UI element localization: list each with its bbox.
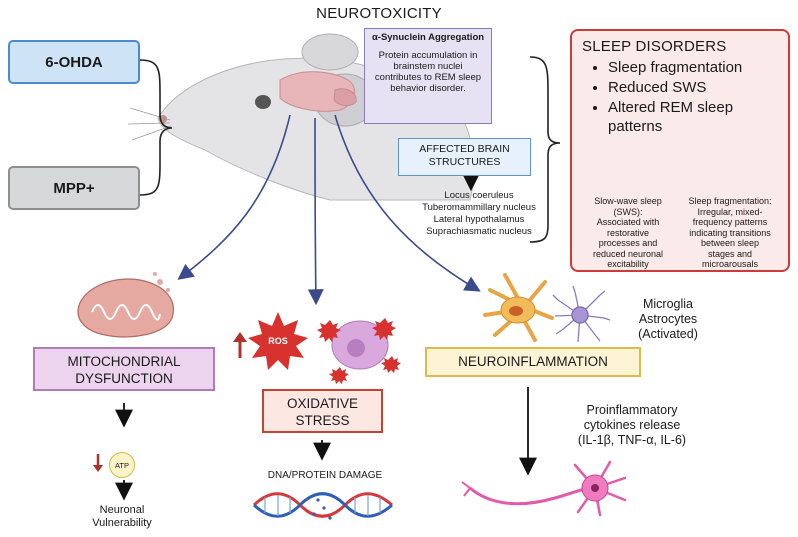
- toxin-6-ohda-box: 6-OHDA: [8, 40, 140, 84]
- ros-burst-icon: [248, 312, 308, 370]
- toxin-mpp-box: MPP+: [8, 166, 140, 210]
- ros-label: ROS: [268, 336, 288, 346]
- dna-helix-icon: [252, 492, 393, 520]
- synuclein-title: α-Synuclein Aggregation: [371, 32, 485, 43]
- damaged-cell-icon: [317, 318, 401, 384]
- list-item: Lateral hypothalamus: [433, 214, 525, 225]
- mitochondrial-dysfunction-box: MITOCHONDRIAL DYSFUNCTION: [33, 347, 215, 391]
- list-item: Sleep fragmentation: [608, 58, 778, 77]
- neuroinflammation-box: NEUROINFLAMMATION: [425, 347, 641, 377]
- diagram-title: NEUROTOXICITY: [316, 5, 442, 22]
- list-item: Suprachiasmatic nucleus: [426, 226, 532, 237]
- mouse-whiskers: [127, 107, 172, 141]
- arrow-to-oxidative: [307, 117, 324, 306]
- atp-badge: ATP: [109, 452, 135, 478]
- increase-arrow-icon: [233, 332, 247, 358]
- oxidative-stress-box: OXIDATIVE STRESS: [262, 389, 383, 433]
- brain-regions-list: Locus coeruleus Tuberomammillary nucleus…: [410, 190, 548, 238]
- sleep-disorders-list: Sleep fragmentation Reduced SWS Altered …: [582, 58, 778, 136]
- mouse-eye: [255, 95, 271, 109]
- microglia-icon: [483, 273, 554, 342]
- dna-damage-label: DNA/PROTEIN DAMAGE: [267, 470, 383, 481]
- toxin-brace: [139, 59, 173, 196]
- sleep-disorders-panel: SLEEP DISORDERS Sleep fragmentation Redu…: [570, 29, 790, 272]
- list-item: Tuberomammillary nucleus: [422, 202, 536, 213]
- arrow-to-neuroinflammation: [334, 114, 481, 292]
- list-item: Locus coeruleus: [444, 190, 514, 201]
- structures-brace: [529, 56, 561, 243]
- brain-structures-box: AFFECTED BRAIN STRUCTURES: [398, 138, 531, 176]
- sws-caption: Slow-wave sleep (SWS): Associated with r…: [592, 196, 664, 269]
- sleep-disorders-title: SLEEP DISORDERS: [582, 38, 727, 55]
- neuronal-vulnerability-label: Neuronal Vulnerability: [92, 504, 152, 529]
- synuclein-body: Protein accumulation in brainstem nuclei…: [374, 50, 482, 94]
- astrocyte-icon: [552, 285, 611, 343]
- cytokines-label: Proinflammatory cytokines release (IL-1β…: [577, 403, 687, 447]
- synuclein-box: α-Synuclein Aggregation Protein accumula…: [364, 28, 492, 124]
- decrease-arrow-icon: [93, 454, 103, 472]
- list-item: Altered REM sleep patterns: [608, 98, 778, 136]
- fragmentation-caption: Sleep fragmentation: Irregular, mixed- f…: [688, 196, 772, 269]
- mouse-ear-left: [301, 33, 359, 71]
- mitochondrion-icon: [77, 272, 174, 338]
- glia-label: Microglia Astrocytes (Activated): [638, 297, 698, 341]
- neuron-icon: [461, 460, 627, 517]
- arrow-to-mitochondria: [177, 114, 291, 280]
- list-item: Reduced SWS: [608, 78, 778, 97]
